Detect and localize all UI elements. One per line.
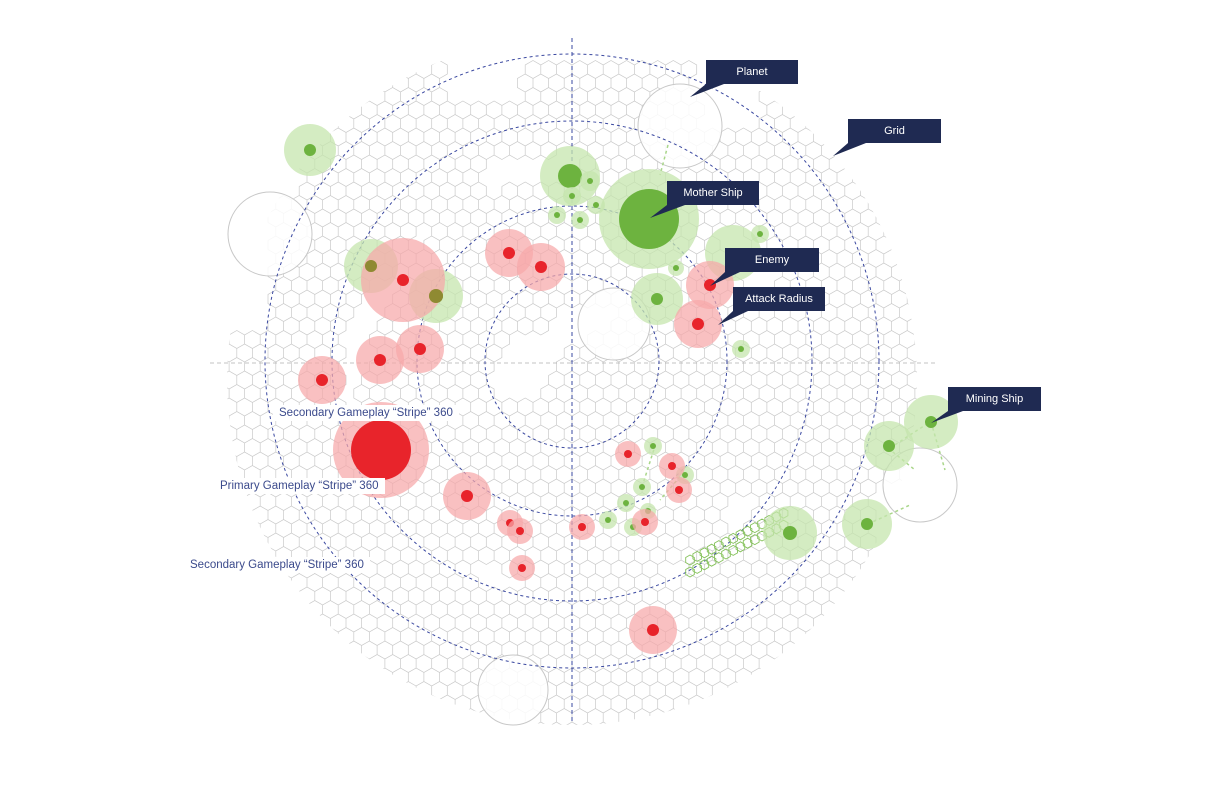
mining-ship-icon [577, 217, 583, 223]
enemy-icon [503, 247, 515, 259]
planet-group [227, 83, 958, 726]
connector-line [659, 144, 669, 176]
mining-ship-callout: Mining Ship [948, 387, 1041, 411]
mining-ship-icon [925, 416, 937, 428]
mining-ship-icon [650, 443, 656, 449]
mining-ship-icon [682, 472, 688, 478]
orbit-ring [331, 120, 813, 602]
mother-ship-callout: Mother Ship [667, 181, 759, 205]
mining-ship-icon [558, 164, 582, 188]
mining-ship-icon [304, 144, 316, 156]
planet-callout: Planet [706, 60, 798, 84]
mining-ship-icon [883, 440, 895, 452]
enemy-icon [535, 261, 547, 273]
planet-icon [637, 83, 723, 169]
mining-ship-icon [861, 518, 873, 530]
mining-ship-icon [623, 500, 629, 506]
mining-ship-icon [605, 517, 611, 523]
overlap-core [365, 260, 377, 272]
mining-ship-icon [783, 526, 797, 540]
enemy-icon [624, 450, 632, 458]
primary-stripe-label: Primary Gameplay “Stripe” 360 [214, 478, 385, 494]
grid-callout: Grid [848, 119, 941, 143]
enemy-icon [641, 518, 649, 526]
planet-icon [477, 654, 549, 726]
orbit-ring [264, 53, 880, 669]
mining-ship-icon [554, 212, 560, 218]
mining-ship-icon [639, 484, 645, 490]
mining-ship-icon [593, 202, 599, 208]
enemy-icon [578, 523, 586, 531]
enemy-icon [516, 527, 524, 535]
enemy-icon [461, 490, 473, 502]
mining-ship-icon [738, 346, 744, 352]
mining-ship-icon [757, 231, 763, 237]
mother-ship-icon [619, 189, 679, 249]
secondary-stripe-inner-label: Secondary Gameplay “Stripe” 360 [273, 405, 459, 421]
enemy-icon [374, 354, 386, 366]
enemy-icon [668, 462, 676, 470]
enemy-callout: Enemy [725, 248, 819, 272]
enemy-icon [316, 374, 328, 386]
mining-ship-icon [673, 265, 679, 271]
enemy-icon [397, 274, 409, 286]
planet-icon [227, 191, 313, 277]
attack-radius-callout: Attack Radius [733, 287, 825, 311]
mining-ship-icon [651, 293, 663, 305]
enemy-icon [414, 343, 426, 355]
mining-ship-icon [587, 178, 593, 184]
enemy-icon [704, 279, 716, 291]
enemy-icon [518, 564, 526, 572]
orbit-ring [484, 273, 660, 449]
mining-ship-icon [569, 193, 575, 199]
enemy-icon [675, 486, 683, 494]
overlap-core [429, 289, 443, 303]
enemy-icon [351, 420, 411, 480]
enemy-icon [647, 624, 659, 636]
secondary-stripe-outer-label: Secondary Gameplay “Stripe” 360 [184, 557, 370, 573]
enemy-icon [692, 318, 704, 330]
